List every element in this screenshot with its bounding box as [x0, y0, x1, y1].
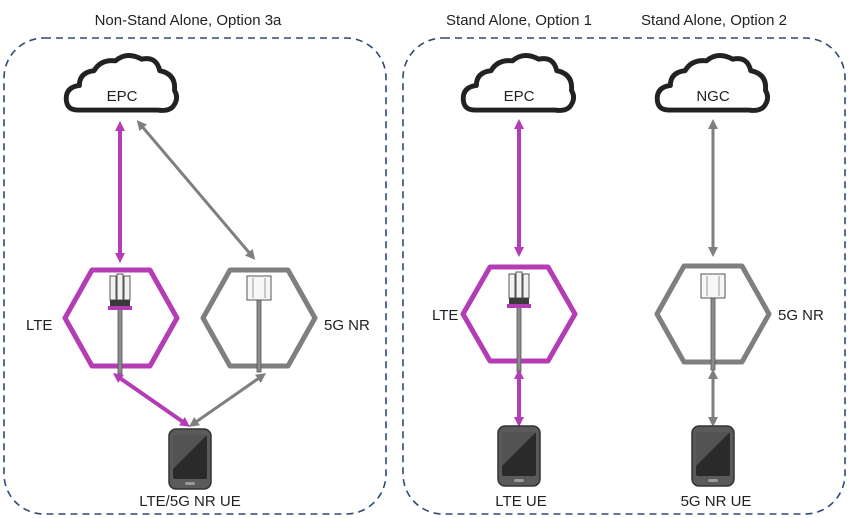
sa1-ue-phone-icon [497, 425, 541, 487]
sa1-lte-label: LTE [432, 307, 458, 324]
sa2-core-label: NGC [696, 88, 730, 105]
sa1-core-label: EPC [504, 88, 535, 105]
nsa-nr-ue-link-arrow [188, 373, 267, 427]
nsa-core-label: EPC [107, 88, 138, 105]
sa1-title: Stand Alone, Option 1 [446, 12, 592, 29]
sa-panel-border [402, 37, 846, 515]
nsa-lte-label: LTE [26, 317, 52, 334]
nsa-ue-phone-icon [168, 428, 212, 490]
nsa-epc-nr-link-arrow [136, 120, 256, 260]
sa2-title: Stand Alone, Option 2 [641, 12, 787, 29]
sa2-nr-label: 5G NR [778, 307, 824, 324]
nsa-ue-label: LTE/5G NR UE [139, 493, 240, 510]
sa2-ue-label: 5G NR UE [681, 493, 752, 510]
nsa-panel-border [3, 37, 387, 515]
nsa-title: Non-Stand Alone, Option 3a [95, 12, 282, 29]
sa2-ue-phone-icon [691, 425, 735, 487]
nsa-nr-label: 5G NR [324, 317, 370, 334]
sa1-ue-label: LTE UE [495, 493, 546, 510]
nsa-lte-ue-link-arrow [112, 373, 191, 427]
